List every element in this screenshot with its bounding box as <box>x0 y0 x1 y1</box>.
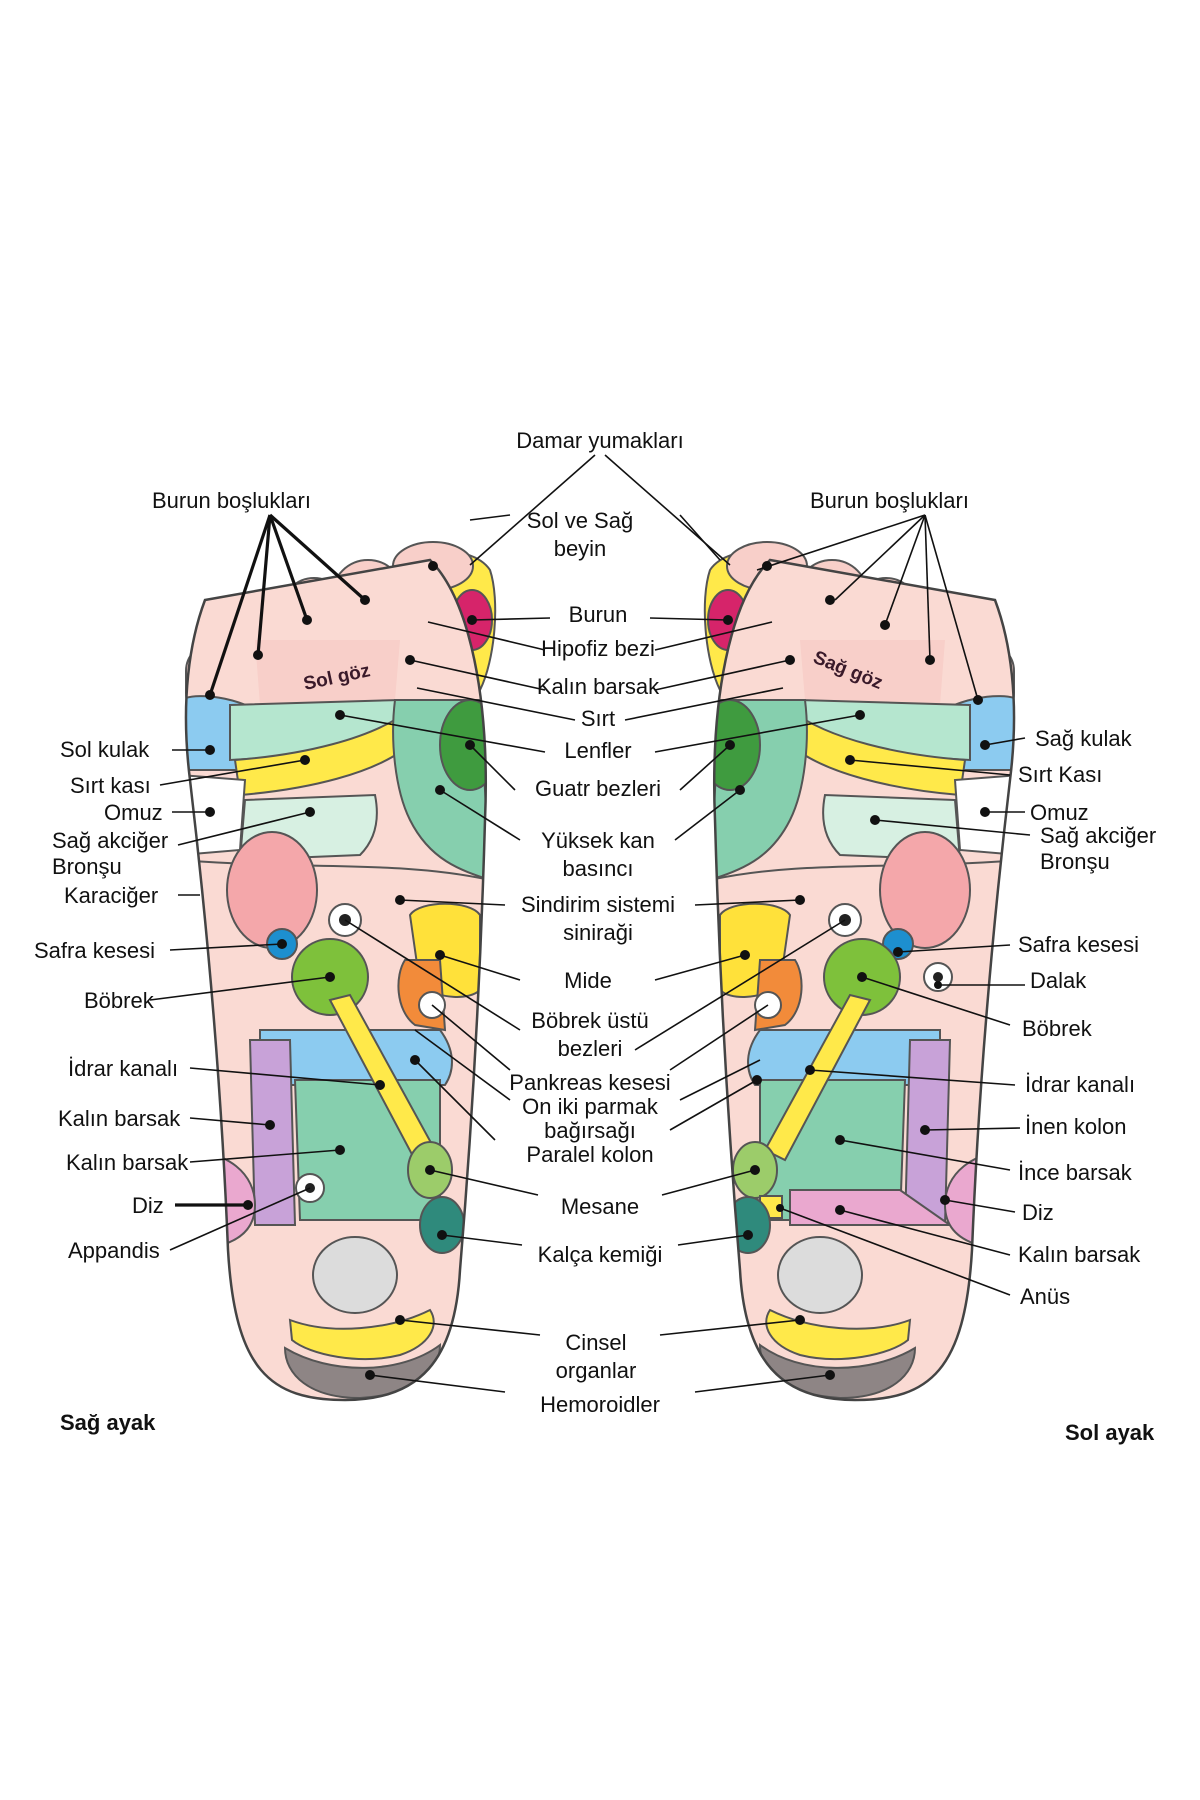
label-on-iki-1: On iki parmak <box>522 1094 659 1119</box>
toe-base-pink <box>255 640 400 705</box>
heel-zone <box>777 1236 863 1314</box>
label-karaciger: Karaciğer <box>64 883 158 908</box>
label-sindirim-2: siniraği <box>563 920 633 945</box>
label-sag-akciger-right-2: Bronşu <box>52 854 122 879</box>
spleen-inner <box>933 972 943 982</box>
label-yuksek-kan-2: basıncı <box>563 856 634 881</box>
label-mide: Mide <box>564 968 612 993</box>
colon-blue <box>747 1029 941 1086</box>
label-ince-barsak: İnce barsak <box>1018 1160 1133 1185</box>
label-sirt-kasi-left: Sırt Kası <box>1018 762 1102 787</box>
label-appandis: Appandis <box>68 1238 160 1263</box>
right-foot: Sol göz <box>184 541 497 1402</box>
left-foot-outline <box>713 558 1016 1402</box>
label-hipofiz-bezi: Hipofiz bezi <box>541 636 655 661</box>
label-sag-akciger-right-1: Sağ akciğer <box>52 828 168 853</box>
caption-sol-ayak: Sol ayak <box>1065 1420 1155 1445</box>
center-labels: Damar yumakları Sol ve Sağ beyin Burun H… <box>509 428 683 1417</box>
hip-zone <box>419 1196 465 1254</box>
leader-lines <box>149 454 1031 1393</box>
label-cinsel-2: organlar <box>556 1358 637 1383</box>
right-foot-labels: Burun boşlukları Sol kulak Sırt kası Omu… <box>34 488 311 1435</box>
label-guatr-bezleri: Guatr bezleri <box>535 776 661 801</box>
label-sol-ve-sag-2: beyin <box>554 536 607 561</box>
right-foot-outline <box>184 558 487 1402</box>
label-safra-kesesi-left: Safra kesesi <box>1018 932 1139 957</box>
label-kalin-barsak-right-1: Kalın barsak <box>58 1106 181 1131</box>
label-sirt-kasi-right: Sırt kası <box>70 773 151 798</box>
label-sag-akciger-left-2: Bronşu <box>1040 849 1110 874</box>
label-pankreas: Pankreas kesesi <box>509 1070 670 1095</box>
label-burun-bosluklari-right: Burun boşlukları <box>152 488 311 513</box>
colon-blue <box>259 1029 453 1086</box>
caption-sag-ayak: Sağ ayak <box>60 1410 156 1435</box>
label-burun: Burun <box>569 602 628 627</box>
solar-plexus-line <box>185 859 486 881</box>
label-inen-kolon: İnen kolon <box>1025 1114 1127 1139</box>
toe-base-pink <box>800 640 945 705</box>
label-lenfler: Lenfler <box>564 738 631 763</box>
spleen-area <box>879 831 971 949</box>
label-hemoroidler: Hemoroidler <box>540 1392 660 1417</box>
label-anus: Anüs <box>1020 1284 1070 1309</box>
hip-zone <box>725 1196 771 1254</box>
label-kalin-barsak-top: Kalın barsak <box>537 674 660 699</box>
heel-zone <box>312 1236 398 1314</box>
solar-plexus-line <box>714 859 1015 881</box>
label-kalca: Kalça kemiği <box>538 1242 663 1267</box>
label-bobrek-ustu-2: bezleri <box>558 1036 623 1061</box>
label-bobrek-ustu-1: Böbrek üstü <box>531 1008 648 1033</box>
liver-zone <box>226 831 318 949</box>
label-on-iki-2: bağırsağı <box>544 1118 636 1143</box>
label-paralel-kolon: Paralel kolon <box>526 1142 653 1167</box>
label-cinsel-1: Cinsel <box>565 1330 626 1355</box>
label-sirt: Sırt <box>581 706 615 731</box>
label-kalin-barsak-left: Kalın barsak <box>1018 1242 1141 1267</box>
label-diz-left: Diz <box>1022 1200 1054 1225</box>
label-sag-kulak: Sağ kulak <box>1035 726 1133 751</box>
label-yuksek-kan-1: Yüksek kan <box>541 828 655 853</box>
label-sol-ve-sag-1: Sol ve Sağ <box>527 508 633 533</box>
label-bobrek-right: Böbrek <box>84 988 155 1013</box>
label-kalin-barsak-right-2: Kalın barsak <box>66 1150 189 1175</box>
label-idrar-kanali-left: İdrar kanalı <box>1025 1072 1135 1097</box>
label-omuz-right: Omuz <box>104 800 163 825</box>
label-sindirim-1: Sindirim sistemi <box>521 892 675 917</box>
label-sol-kulak: Sol kulak <box>60 737 150 762</box>
label-omuz-left: Omuz <box>1030 800 1089 825</box>
reflex-dots <box>205 561 990 1380</box>
label-idrar-kanali-right: İdrar kanalı <box>68 1056 178 1081</box>
label-dalak: Dalak <box>1030 968 1087 993</box>
left-foot-labels: Burun boşlukları Sağ kulak Sırt Kası Omu… <box>810 488 1156 1445</box>
label-mesane: Mesane <box>561 1194 639 1219</box>
label-diz-right: Diz <box>132 1193 164 1218</box>
colon-purple <box>248 1039 297 1226</box>
label-safra-kesesi-right: Safra kesesi <box>34 938 155 963</box>
label-bobrek-left: Böbrek <box>1022 1016 1093 1041</box>
label-burun-bosluklari-left: Burun boşlukları <box>810 488 969 513</box>
label-sag-akciger-left-1: Sağ akciğer <box>1040 823 1156 848</box>
label-damar-yumaklari: Damar yumakları <box>516 428 683 453</box>
